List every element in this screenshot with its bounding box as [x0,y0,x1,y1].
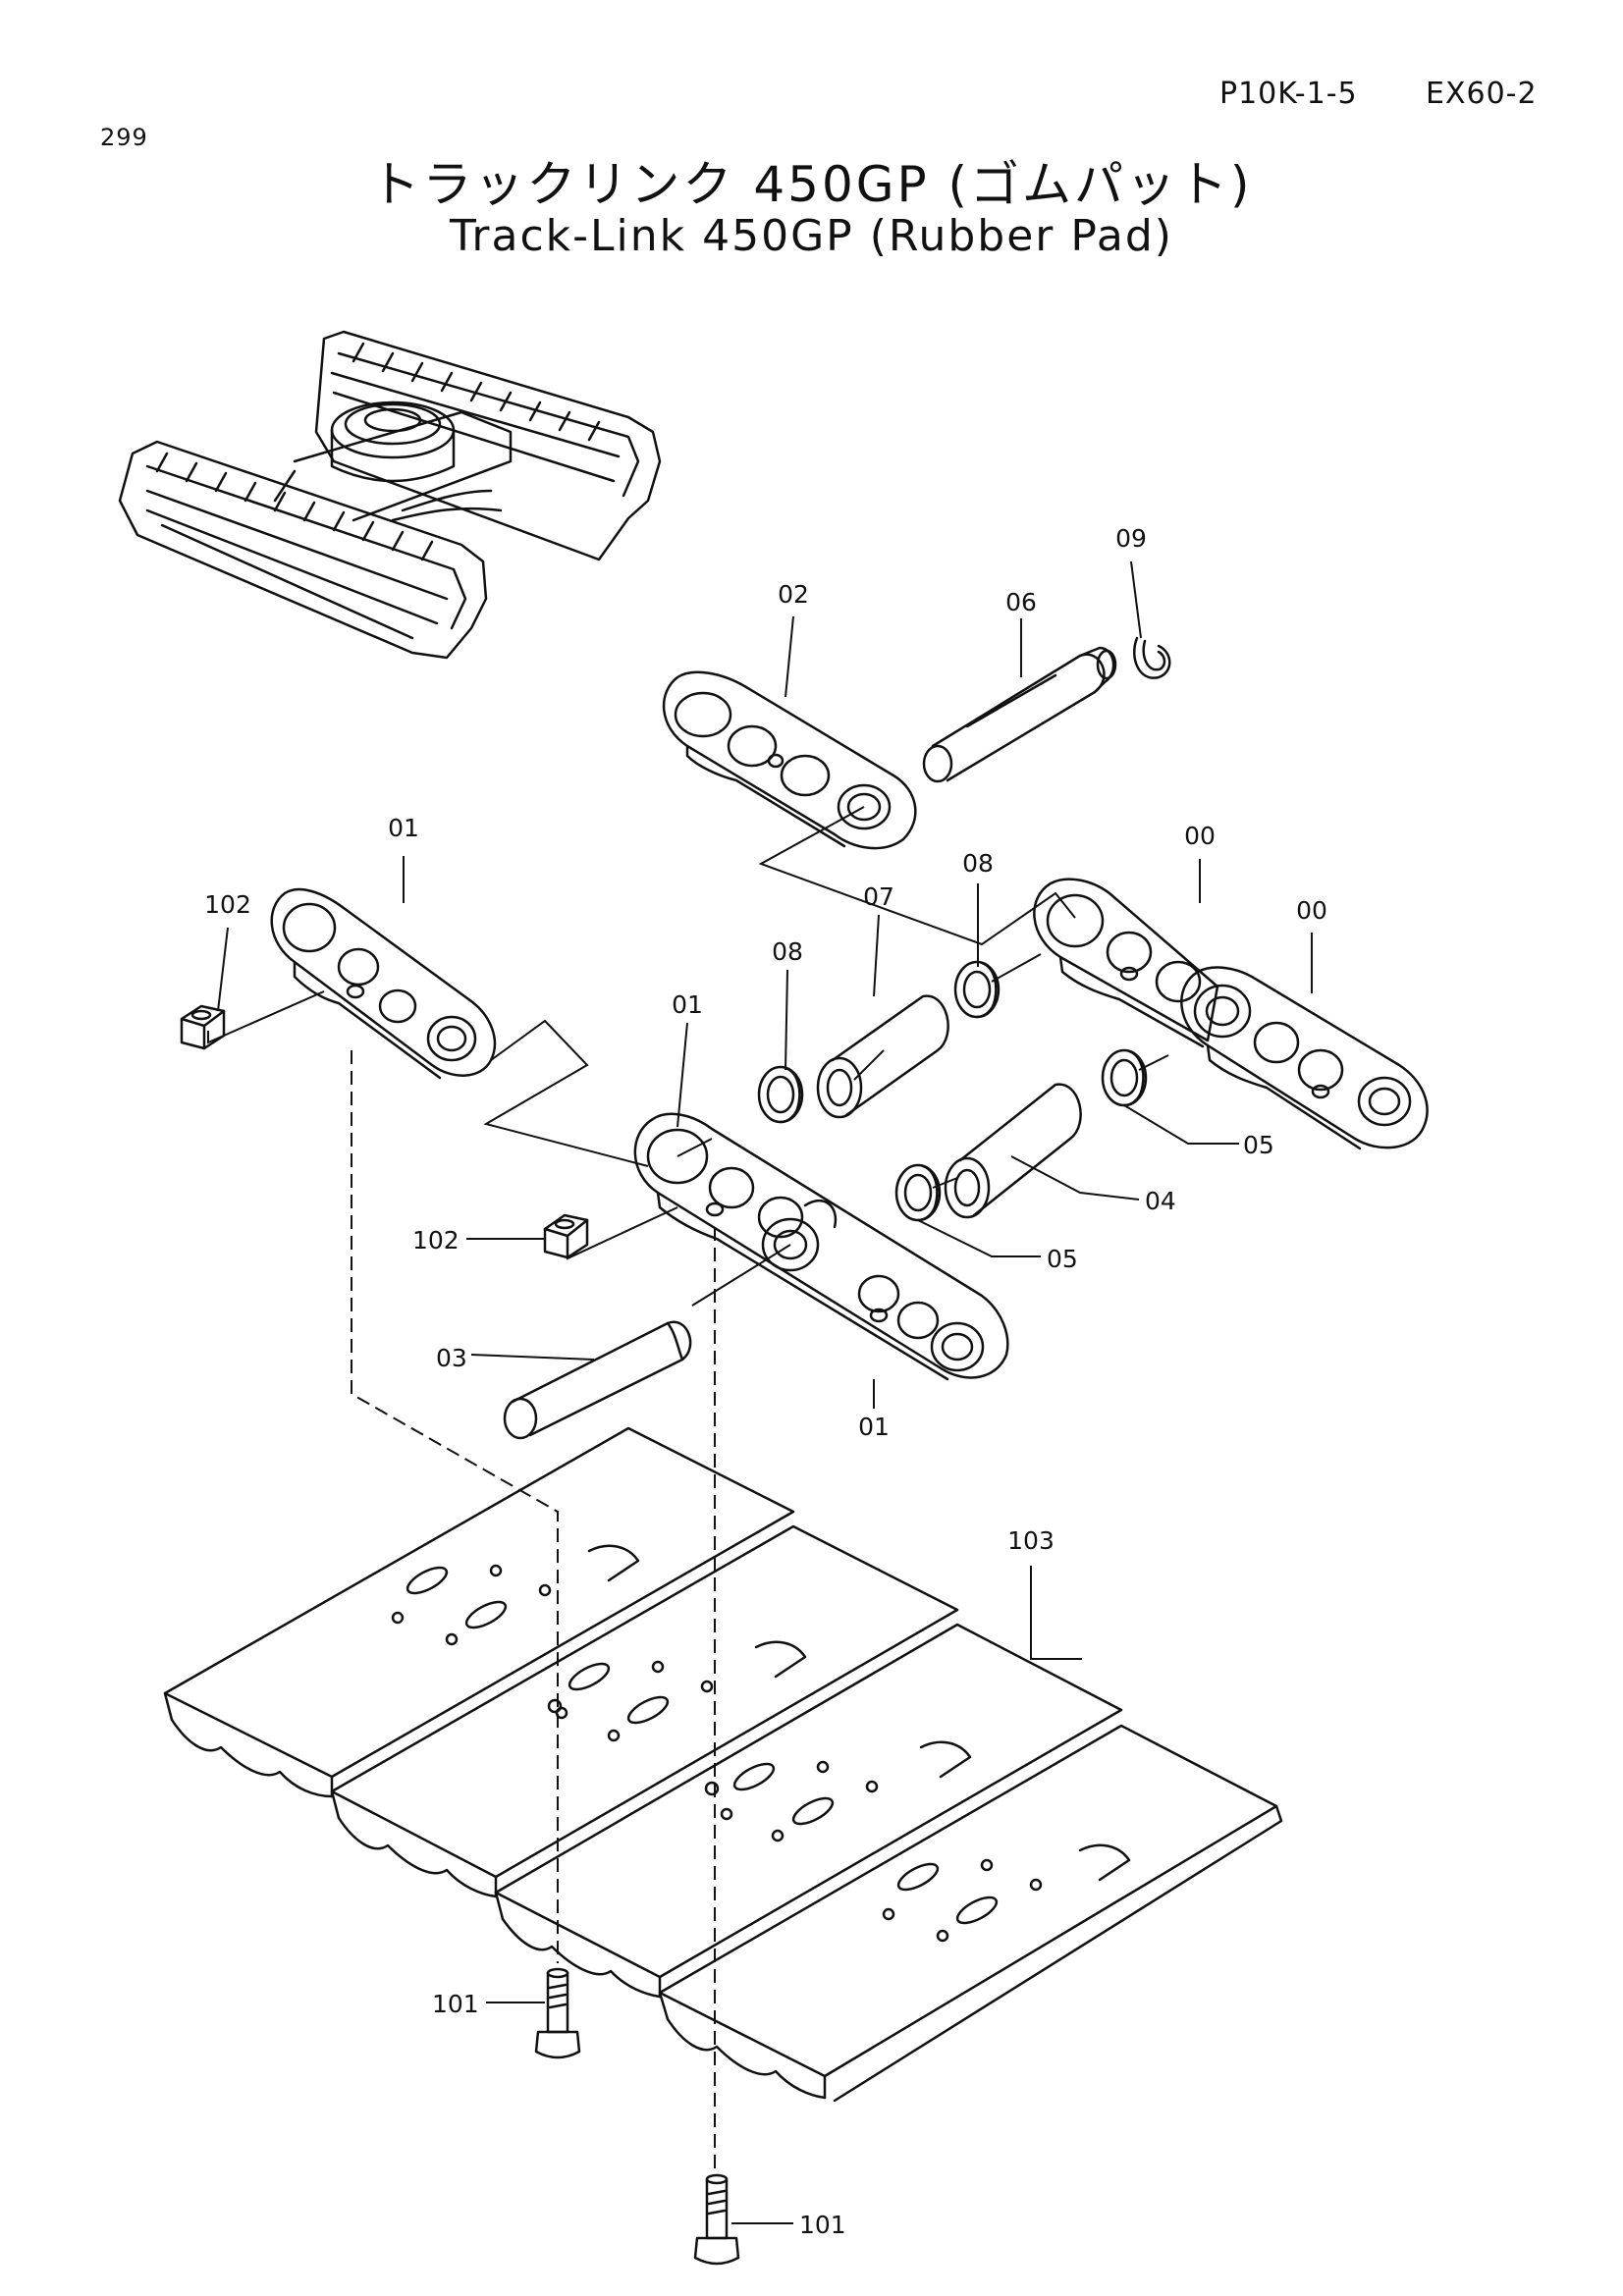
callout-07-bushing: 07 [863,882,894,911]
callout-05-left-seal: 05 [1047,1245,1078,1273]
callout-102-upper-nut: 102 [204,890,251,919]
callout-08-left-seal: 08 [772,937,803,966]
bolt-centerlines [351,1050,716,2169]
callout-101-left-bolt: 101 [432,1990,479,2018]
part-103-track-pads [163,1426,1283,2103]
callout-102-lower-nut: 102 [412,1226,460,1255]
document-code: P10K-1-5 [1219,77,1358,111]
part-102-nut-upper [180,1004,226,1050]
callout-06-pin: 06 [1005,588,1037,616]
part-09-snap-ring [1132,636,1171,679]
undercarriage-overview-illustration [118,330,662,660]
callout-101-right-bolt: 101 [799,2211,846,2239]
callout-08-right-seal: 08 [962,849,994,878]
part-05-seal-right [1101,1048,1148,1107]
part-03-pin [503,1320,692,1440]
part-06-pin [922,646,1117,783]
callout-03-pin: 03 [436,1344,467,1372]
callout-01-lower-link: 01 [858,1413,890,1441]
part-04-bushing [944,1083,1082,1219]
page-number: 299 [100,124,148,151]
part-07-bushing [816,994,949,1119]
callout-00-right-link-back: 00 [1184,822,1216,850]
callout-103-track-pad: 103 [1007,1526,1055,1555]
callout-01-center-link: 01 [672,990,703,1019]
callout-00-right-link-front: 00 [1296,896,1327,925]
part-102-nut-lower [543,1213,589,1259]
part-101-bolt-right [693,2173,740,2266]
part-02-upper-link [662,670,917,850]
part-05-seal-left [894,1163,942,1222]
callout-05-right-seal: 05 [1243,1131,1274,1159]
part-08-seal-right [953,960,1001,1019]
callout-02-upper-link: 02 [778,580,809,609]
callout-09-snap-ring: 09 [1115,524,1147,553]
title-english: Track-Link 450GP (Rubber Pad) [450,211,1173,261]
part-08-seal-left [757,1065,804,1124]
part-00-right-link-back [1033,878,1219,1048]
machine-model: EX60-2 [1426,77,1538,111]
part-00-right-link-front [1180,966,1429,1150]
callout-04-bushing: 04 [1145,1187,1176,1215]
part-101-bolt-left [534,1967,581,2059]
assembly-lines [207,806,1169,1307]
part-01-left-link [270,887,497,1080]
callout-01-left-link: 01 [388,814,419,842]
leader-lines [217,561,1313,2224]
title-japanese: トラックリンク 450GP (ゴムパット) [370,156,1253,213]
